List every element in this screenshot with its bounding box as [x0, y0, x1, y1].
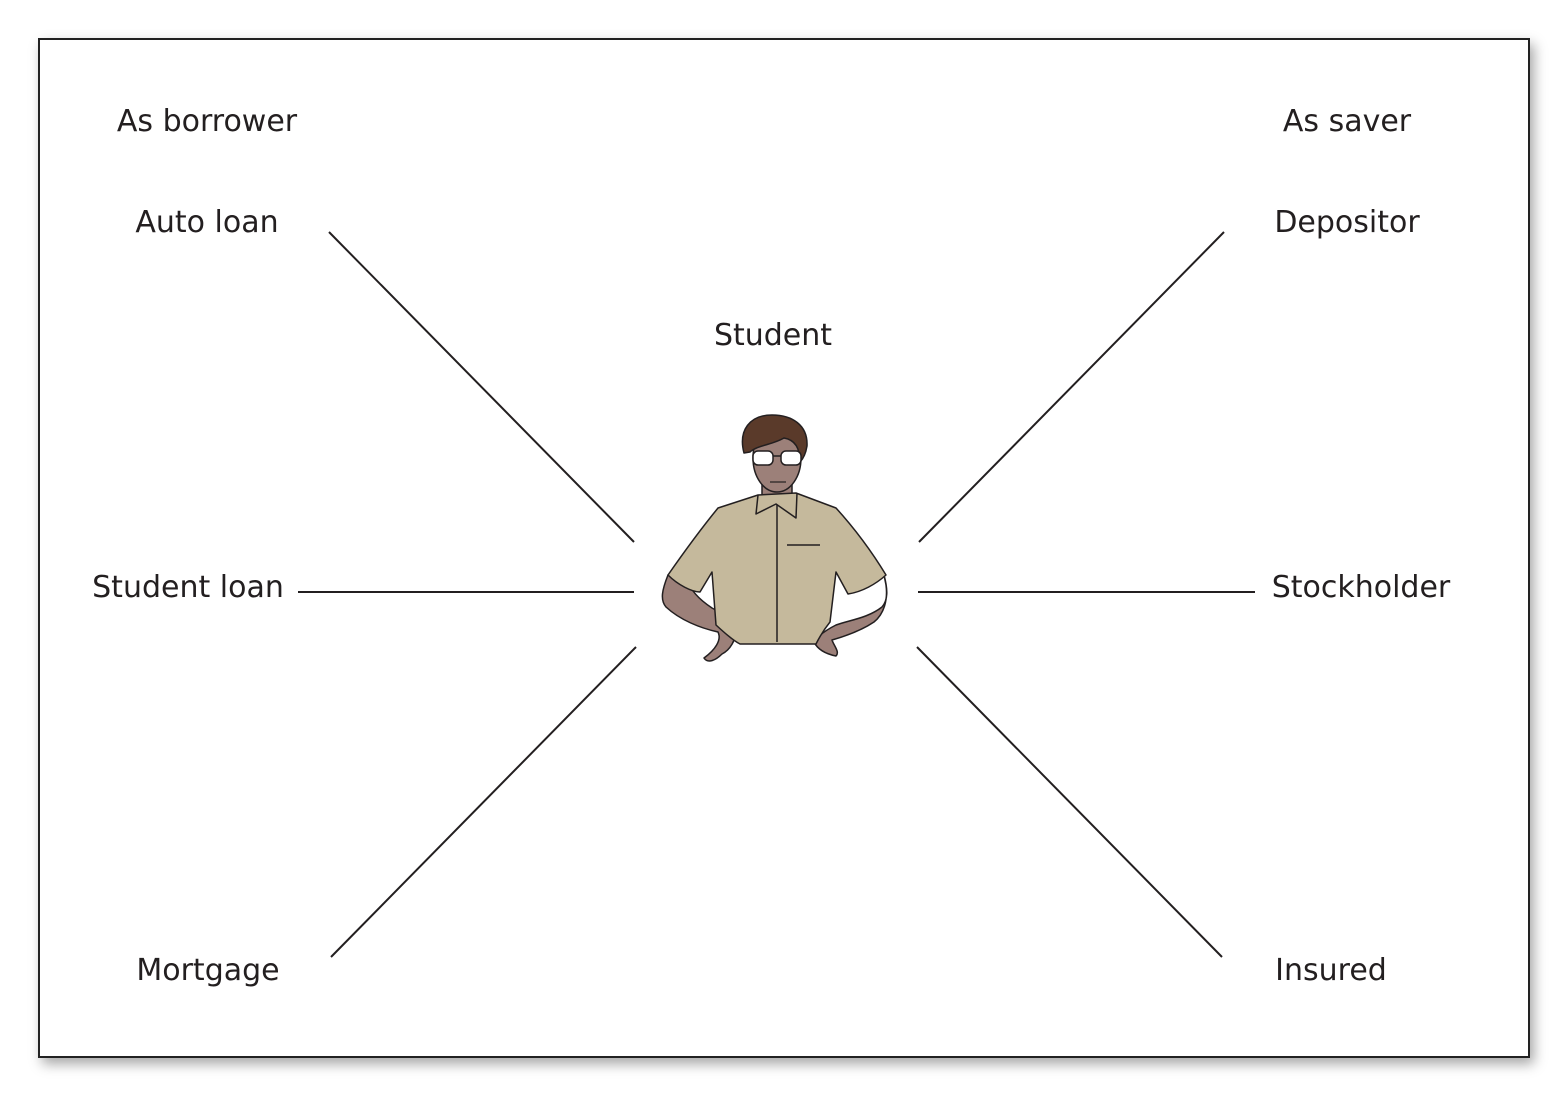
role-stockholder: Stockholder [1272, 570, 1451, 605]
connector-mortgage [330, 646, 637, 958]
role-auto-loan: Auto loan [135, 205, 278, 240]
center-label: Student [714, 318, 832, 353]
heading-borrower: As borrower [117, 104, 298, 139]
connector-depositor [918, 231, 1225, 543]
role-insured: Insured [1275, 953, 1387, 988]
connector-auto-loan [328, 231, 635, 543]
role-depositor: Depositor [1274, 205, 1420, 240]
student-figure [661, 414, 888, 662]
role-mortgage: Mortgage [136, 953, 279, 988]
connector-insured [916, 646, 1223, 958]
role-student-loan: Student loan [92, 570, 284, 605]
heading-saver: As saver [1283, 104, 1412, 139]
